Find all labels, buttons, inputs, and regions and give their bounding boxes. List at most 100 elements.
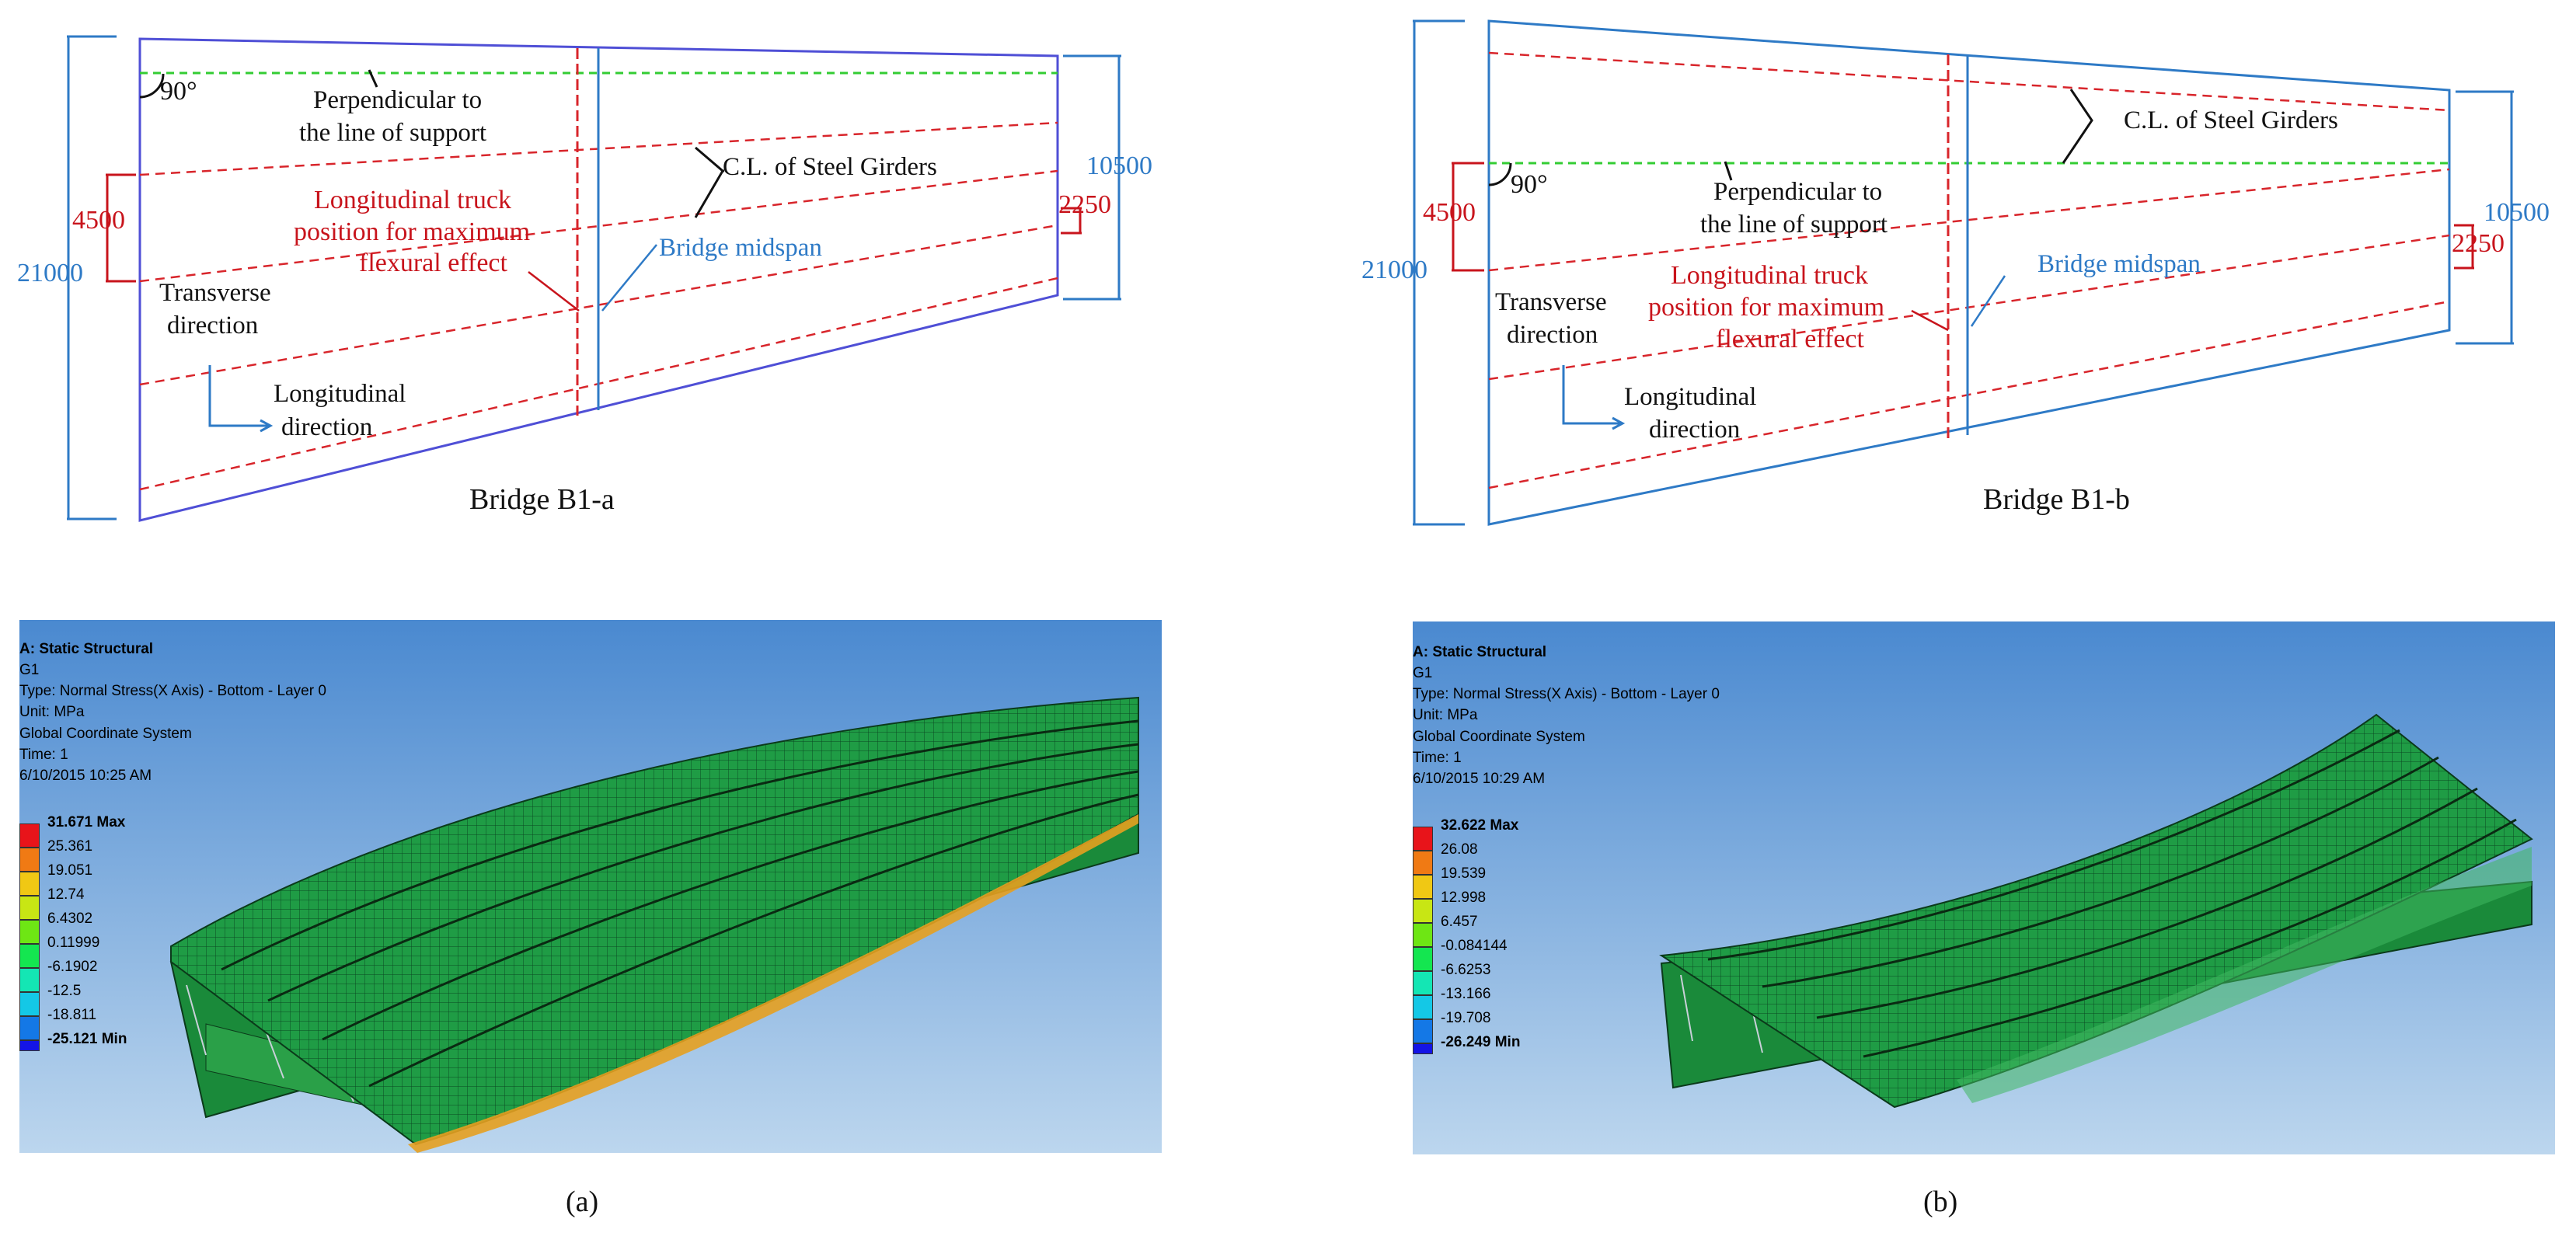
legend-a-0: 31.671 Max <box>47 814 126 830</box>
b1b-dim-4500: 4500 <box>1423 198 1476 227</box>
legend-swatch-min <box>1413 1043 1433 1054</box>
dim-10500-line <box>1063 54 1121 301</box>
b1b-truck-label-2: position for maximum <box>1648 293 1885 322</box>
legend-a-1: 25.361 <box>47 838 93 855</box>
dim-21000-line <box>67 35 117 521</box>
b1b-caption: Bridge B1-b <box>1983 483 2130 516</box>
fea-panel-a: A: Static Structural G1 Type: Normal Str… <box>19 620 1162 1153</box>
fea-line5-b: Time: 1 <box>1413 749 1462 766</box>
legend-b-7: -13.166 <box>1441 986 1491 1002</box>
dim-4500-line <box>106 173 136 283</box>
direction-arrows-b <box>1562 365 1626 430</box>
midspan-leader-b <box>1970 275 2006 327</box>
b1a-dim-21000: 21000 <box>17 259 83 287</box>
b1a-truck-label-3: flexural effect <box>359 249 507 277</box>
fea-line1-a: G1 <box>19 662 40 679</box>
deck-outline <box>138 37 1059 522</box>
fea-title-b: A: Static Structural <box>1413 644 1547 660</box>
b1a-midspan-label: Bridge midspan <box>659 234 822 262</box>
b1a-girders-label: C.L. of Steel Girders <box>723 153 937 181</box>
legend-b-3: 12.998 <box>1441 890 1487 906</box>
fea-panel-b: A: Static Structural G1 Type: Normal Str… <box>1413 621 2555 1154</box>
legend-a-6: -6.1902 <box>47 959 98 975</box>
fea-line4-a: Global Coordinate System <box>19 725 192 742</box>
b1a-truck-label-2: position for maximum <box>294 218 531 246</box>
legend-a-5: 0.11999 <box>47 935 100 951</box>
fea-line3-a: Unit: MPa <box>19 704 85 721</box>
b1a-longitudinal-label-1: Longitudinal <box>274 380 406 408</box>
leader-lines <box>368 69 724 218</box>
fea-line6-b: 6/10/2015 10:29 AM <box>1413 770 1546 787</box>
truck-leader-b <box>1911 309 1949 332</box>
b1a-dim-2250: 2250 <box>1058 190 1111 219</box>
b1a-longitudinal-label-2: direction <box>281 413 373 441</box>
fea-header-b: A: Static Structural G1 Type: Normal Str… <box>1413 642 1720 789</box>
angle-arc <box>139 73 165 99</box>
legend-a-4: 6.4302 <box>47 910 93 927</box>
b1b-dim-2250: 2250 <box>2452 229 2505 258</box>
dim-4500-line-b <box>1452 162 1484 272</box>
legend-swatch-min <box>19 1040 40 1051</box>
truck-leader <box>528 271 580 312</box>
b1b-girders-label: C.L. of Steel Girders <box>2124 106 2338 134</box>
fea-line5-a: Time: 1 <box>19 746 68 763</box>
leader-lines-b <box>1724 89 2093 181</box>
fea-model-b <box>1659 713 2533 1109</box>
legend-b-9: -26.249 Min <box>1441 1034 1521 1050</box>
b1a-transverse-label-1: Transverse <box>159 279 271 307</box>
fea-line2-a: Type: Normal Stress(X Axis) - Bottom - L… <box>19 683 326 700</box>
girder-lines-b <box>1488 51 2450 489</box>
b1b-midspan-label: Bridge midspan <box>2037 250 2201 278</box>
diagram-b1a-drawing <box>67 35 1121 522</box>
b1b-truck-label-1: Longitudinal truck <box>1671 261 1869 290</box>
midspan-leader <box>601 244 657 312</box>
b1a-transverse-label-2: direction <box>167 312 259 339</box>
legend-b-0: 32.622 Max <box>1441 817 1519 834</box>
legend-a-3: 12.74 <box>47 886 85 903</box>
b1a-truck-label-1: Longitudinal truck <box>314 186 512 214</box>
legend-a-7: -12.5 <box>47 983 82 999</box>
fea-header-a: A: Static Structural G1 Type: Normal Str… <box>19 639 326 786</box>
b1a-caption: Bridge B1-a <box>469 483 615 516</box>
legend-b-2: 19.539 <box>1441 865 1487 882</box>
b1b-longitudinal-label-2: direction <box>1649 416 1741 444</box>
b1b-transverse-label-2: direction <box>1507 321 1598 349</box>
legend-b-5: -0.084144 <box>1441 938 1508 954</box>
dim-21000-line-b <box>1413 19 1465 526</box>
b1b-dim-21000: 21000 <box>1361 256 1427 284</box>
b1b-angle-label: 90° <box>1511 170 1548 199</box>
dim-10500-line-b <box>2456 90 2514 345</box>
dim-2250-line-b <box>2454 224 2474 270</box>
diagram-b1b-drawing <box>1413 19 2514 526</box>
b1a-perpendicular-label-2: the line of support <box>299 119 487 147</box>
b1a-dim-10500: 10500 <box>1086 151 1152 180</box>
legend-b-6: -6.6253 <box>1441 962 1491 978</box>
fea-legend-b: 32.622 Max 26.08 19.539 12.998 6.457 -0.… <box>1413 817 1615 1054</box>
b1b-perpendicular-label-2: the line of support <box>1700 211 1888 238</box>
b1a-angle-label: 90° <box>160 77 197 106</box>
fea-line6-a: 6/10/2015 10:25 AM <box>19 767 152 784</box>
caption-a: (a) <box>566 1186 599 1218</box>
fea-line2-b: Type: Normal Stress(X Axis) - Bottom - L… <box>1413 686 1720 703</box>
legend-b-4: 6.457 <box>1441 914 1478 930</box>
fea-line1-b: G1 <box>1413 665 1433 682</box>
legend-b-8: -19.708 <box>1441 1010 1491 1026</box>
legend-a-2: 19.051 <box>47 862 93 879</box>
fea-line4-b: Global Coordinate System <box>1413 728 1585 745</box>
b1b-truck-label-3: flexural effect <box>1716 325 1864 353</box>
legend-a-9: -25.121 Min <box>47 1031 127 1047</box>
legend-a-8: -18.811 <box>47 1007 97 1023</box>
angle-arc-b <box>1488 162 1512 186</box>
b1b-longitudinal-label-1: Longitudinal <box>1624 383 1757 411</box>
b1b-transverse-label-1: Transverse <box>1495 288 1607 316</box>
b1a-perpendicular-label: Perpendicular to <box>313 86 483 114</box>
legend-b-1: 26.08 <box>1441 841 1478 858</box>
dim-2250-line <box>1061 207 1082 235</box>
fea-legend-a: 31.671 Max 25.361 19.051 12.74 6.4302 0.… <box>19 814 221 1051</box>
b1b-dim-10500: 10500 <box>2484 198 2550 227</box>
b1b-perpendicular-label: Perpendicular to <box>1713 178 1883 206</box>
caption-b: (b) <box>1923 1186 1958 1218</box>
deck-outline-b <box>1487 19 2451 526</box>
fea-model-a <box>169 696 1139 1153</box>
